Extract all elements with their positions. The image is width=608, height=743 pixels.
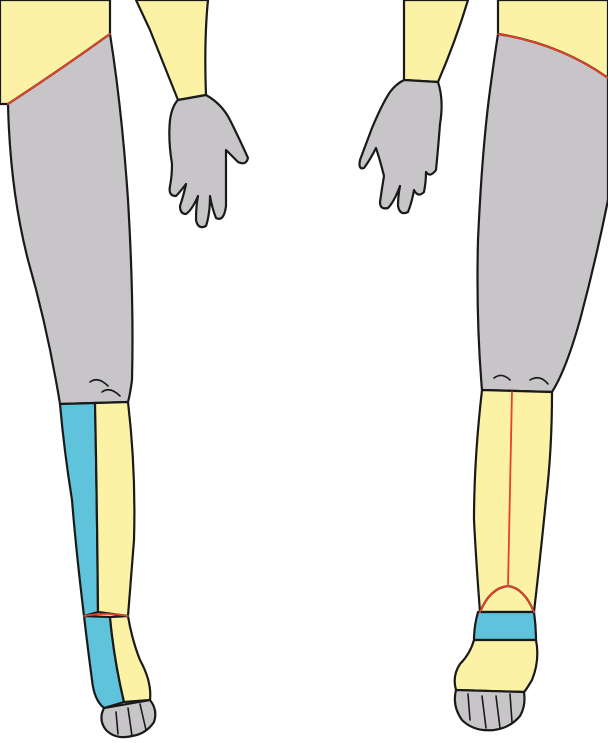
left-shin-blue-region	[60, 403, 98, 616]
left-shin-yellow-region	[95, 402, 134, 616]
left-arm	[136, 0, 208, 100]
right-arm	[404, 0, 468, 82]
left-ankle-boundary	[84, 614, 128, 616]
right-shin-region	[474, 390, 552, 612]
right-ankle-blue-band	[474, 612, 536, 640]
right-leg-view	[360, 0, 608, 730]
left-hand	[169, 95, 248, 227]
right-thigh-region	[478, 34, 608, 392]
right-foot-region	[455, 640, 538, 692]
right-toes-region	[455, 690, 525, 730]
right-hand	[360, 80, 442, 213]
left-leg-view	[0, 0, 248, 737]
